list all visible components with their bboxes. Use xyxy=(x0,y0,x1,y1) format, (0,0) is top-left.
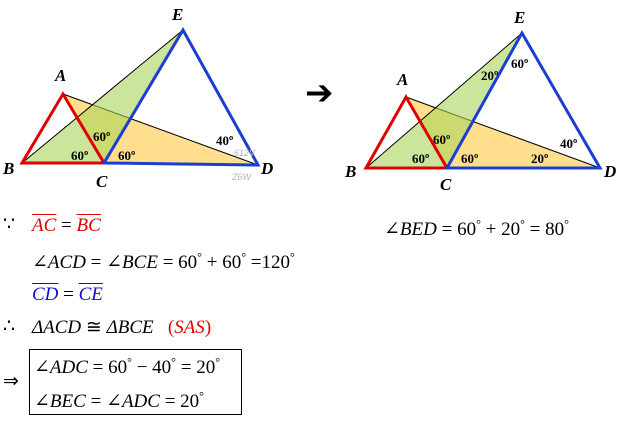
segment-CD: CD xyxy=(32,284,59,305)
right-label-D: D xyxy=(603,162,616,181)
right-angle-label: 60º xyxy=(412,151,429,166)
sas-label: SAS xyxy=(174,317,205,338)
because-symbol: ∵ xyxy=(3,213,16,235)
value: = 80 xyxy=(524,219,565,240)
value: = 60 xyxy=(436,219,477,240)
right-angle-label: 20º xyxy=(531,151,548,166)
congruent: ≅ xyxy=(81,317,107,338)
proof-line-5: ∠ADC = 60° − 40° = 20° xyxy=(34,356,220,377)
segment-CE: CE xyxy=(78,284,103,305)
watermark: 612V xyxy=(234,148,256,158)
right-angle-label: 60º xyxy=(461,151,478,166)
right-angle-label: 40º xyxy=(560,136,577,151)
segment-BC: BC xyxy=(76,215,101,236)
degree: ° xyxy=(241,250,247,264)
right-label-E: E xyxy=(513,8,525,27)
value: =120 xyxy=(246,252,290,273)
left-angle-label: 40º xyxy=(216,133,233,148)
value: = 20 xyxy=(175,357,216,378)
left-label-C: C xyxy=(96,172,108,191)
equals: = xyxy=(58,284,79,305)
right-angle-label: 20º xyxy=(481,68,498,83)
value: + 20 xyxy=(480,219,521,240)
right-label-B: B xyxy=(344,162,356,181)
angle-ACD: ∠ACD xyxy=(32,252,86,273)
equals: = xyxy=(85,391,107,412)
left-angle-label: 60º xyxy=(71,148,88,163)
left-triangle-CDE xyxy=(101,26,261,167)
right-triangle-CDE xyxy=(444,29,603,170)
result-line: ∠BED = 60° + 20° = 80° xyxy=(384,218,569,239)
degree: ° xyxy=(289,250,295,264)
value: + 60 xyxy=(201,252,242,273)
degree: ° xyxy=(199,389,204,403)
implies-symbol: ⇒ xyxy=(3,370,19,392)
proof-line-1: AC = BC xyxy=(32,216,101,235)
conclusion-box xyxy=(29,349,242,415)
left-figure: A B C D E 60º 60º 60º 40º 612V Z6W xyxy=(2,5,273,191)
proof-line-3: CD = CE xyxy=(32,285,103,304)
degree: ° xyxy=(215,355,221,369)
angle-ADC: ∠ADC xyxy=(34,357,88,378)
watermark: Z6W xyxy=(231,172,253,182)
paren: ) xyxy=(204,317,212,338)
value: = 60 xyxy=(157,252,198,273)
left-label-A: A xyxy=(54,66,66,85)
proof-line-4: ΔACD ≅ ΔBCE (SAS) xyxy=(32,318,211,337)
angle-BEC: ∠BEC xyxy=(34,391,86,412)
value: = 20 xyxy=(159,391,200,412)
proof-line-6: ∠BEC = ∠ADC = 20° xyxy=(34,390,204,411)
left-label-B: B xyxy=(2,159,14,178)
right-angle-label: 60º xyxy=(511,56,528,71)
left-angle-label: 60º xyxy=(93,129,110,144)
triangle-ACD: ΔACD xyxy=(32,317,82,338)
degree: ° xyxy=(127,355,132,369)
degree: ° xyxy=(476,217,481,231)
degree: ° xyxy=(520,217,525,231)
transform-arrow: ➔ xyxy=(305,73,334,113)
left-triangle-ABC xyxy=(19,91,107,165)
segment-AC: AC xyxy=(32,215,57,236)
therefore-symbol: ∴ xyxy=(3,315,16,337)
proof-line-2: ∠ACD = ∠BCE = 60° + 60° =120° xyxy=(32,251,295,272)
triangle-BCE: ΔBCE xyxy=(106,317,154,338)
angle-BCE: ∠BCE xyxy=(106,252,158,273)
left-label-D: D xyxy=(260,159,273,178)
right-label-C: C xyxy=(440,175,452,194)
value: − 40 xyxy=(131,357,172,378)
angle-BED: ∠BED xyxy=(384,219,437,240)
degree: ° xyxy=(171,355,176,369)
paren: ( xyxy=(153,317,175,338)
right-angle-label: 60º xyxy=(433,132,450,147)
left-label-E: E xyxy=(171,5,183,24)
degree: ° xyxy=(197,250,202,264)
right-figure: A B C D E 20º 60º 60º 60º 60º 20º 40º xyxy=(344,8,616,194)
left-angle-label: 60º xyxy=(118,148,135,163)
equals: = xyxy=(85,252,107,273)
equals: = xyxy=(56,215,77,236)
right-triangle-ABC xyxy=(363,93,450,170)
value: = 60 xyxy=(87,357,128,378)
right-label-A: A xyxy=(396,70,408,89)
degree: ° xyxy=(564,217,569,231)
angle-ADC: ∠ADC xyxy=(106,391,160,412)
